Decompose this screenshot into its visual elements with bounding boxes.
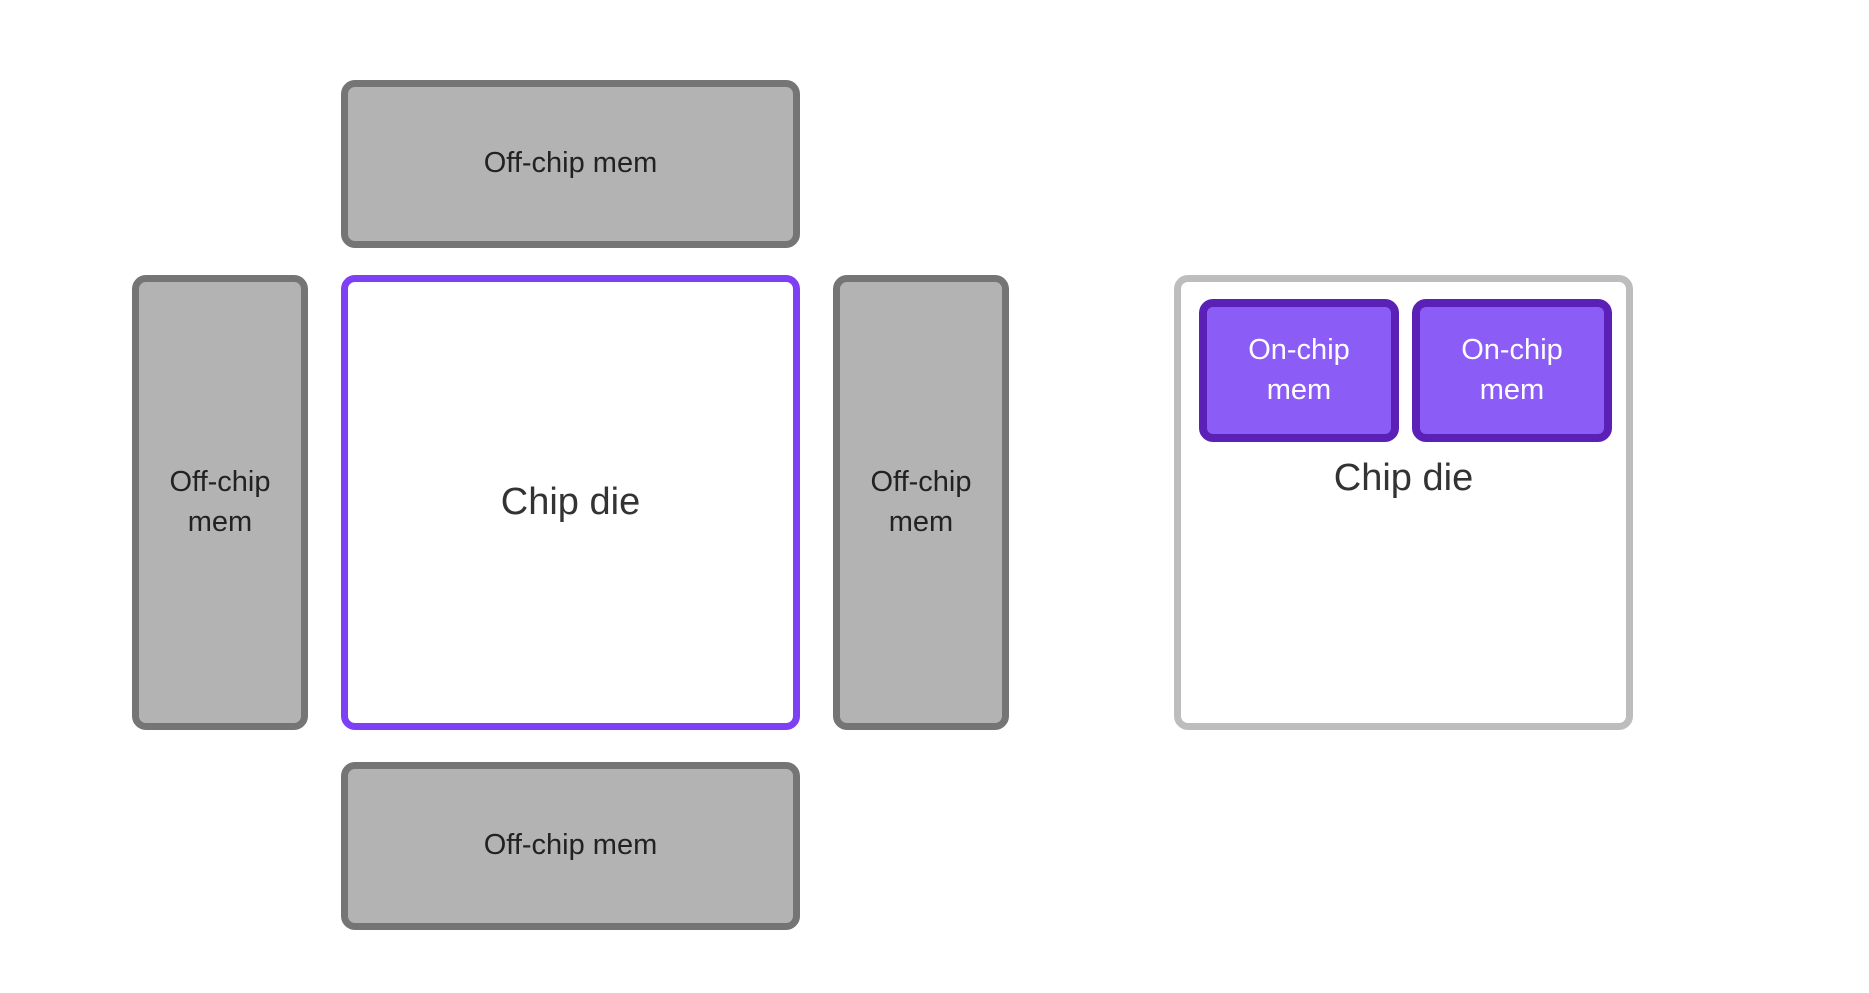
chip-die-right: On-chip mem On-chip mem Chip die xyxy=(1174,275,1633,730)
offchip-mem-bottom: Off-chip mem xyxy=(341,762,800,930)
onchip-mem-1: On-chip mem xyxy=(1199,299,1399,442)
onchip-mem-2-label: On-chip mem xyxy=(1461,334,1563,406)
offchip-mem-top: Off-chip mem xyxy=(341,80,800,248)
offchip-mem-right: Off-chip mem xyxy=(833,275,1009,730)
offchip-mem-bottom-label: Off-chip mem xyxy=(483,829,658,862)
onchip-mem-2: On-chip mem xyxy=(1412,299,1612,442)
offchip-mem-right-label: Off-chip mem xyxy=(870,466,972,538)
offchip-mem-left: Off-chip mem xyxy=(132,275,308,730)
chip-die-right-label: Chip die xyxy=(1333,457,1474,499)
chip-die-left-label: Chip die xyxy=(500,481,641,523)
offchip-mem-left-label: Off-chip mem xyxy=(169,466,271,538)
offchip-mem-top-label: Off-chip mem xyxy=(483,147,658,180)
onchip-mem-1-label: On-chip mem xyxy=(1248,334,1350,406)
chip-die-left: Chip die xyxy=(341,275,800,730)
